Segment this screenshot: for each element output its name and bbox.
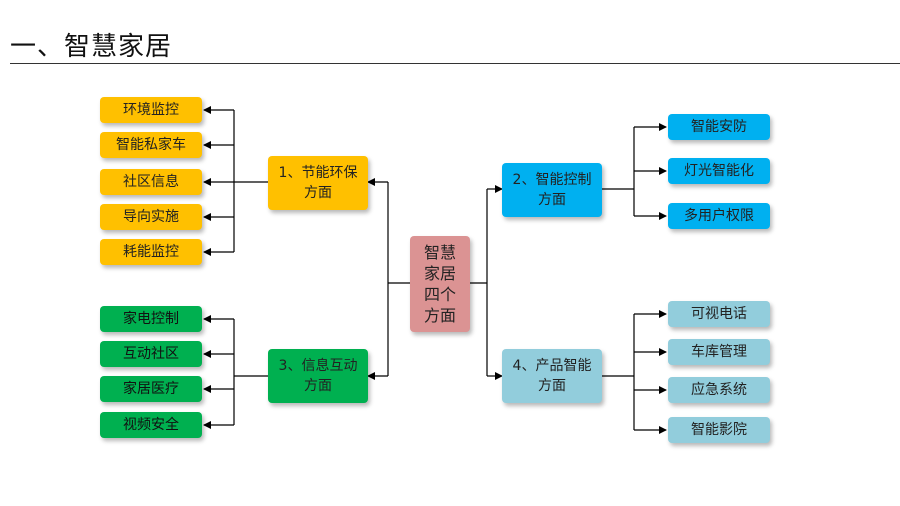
center-node: 智慧家居四个方面 (410, 236, 470, 332)
node-energy-saving: 1、节能环保方面 (268, 156, 368, 210)
leaf-info-item: 视频安全 (100, 412, 202, 438)
node-info-interaction: 3、信息互动方面 (268, 349, 368, 403)
leaf-control-item: 灯光智能化 (668, 158, 770, 184)
node-smart-control: 2、智能控制方面 (502, 163, 602, 217)
leaf-energy-item: 导向实施 (100, 204, 202, 230)
leaf-energy-item: 耗能监控 (100, 239, 202, 265)
leaf-info-item: 家电控制 (100, 306, 202, 332)
title-divider (10, 63, 900, 64)
leaf-info-item: 家居医疗 (100, 376, 202, 402)
leaf-product-item: 车库管理 (668, 339, 770, 365)
leaf-energy-item: 环境监控 (100, 97, 202, 123)
leaf-product-item: 应急系统 (668, 377, 770, 403)
leaf-energy-item: 社区信息 (100, 169, 202, 195)
leaf-control-item: 多用户权限 (668, 203, 770, 229)
leaf-product-item: 可视电话 (668, 301, 770, 327)
leaf-energy-item: 智能私家车 (100, 132, 202, 158)
leaf-control-item: 智能安防 (668, 114, 770, 140)
page-title: 一、智慧家居 (10, 32, 173, 62)
node-product-smart: 4、产品智能方面 (502, 349, 602, 403)
leaf-product-item: 智能影院 (668, 417, 770, 443)
leaf-info-item: 互动社区 (100, 341, 202, 367)
